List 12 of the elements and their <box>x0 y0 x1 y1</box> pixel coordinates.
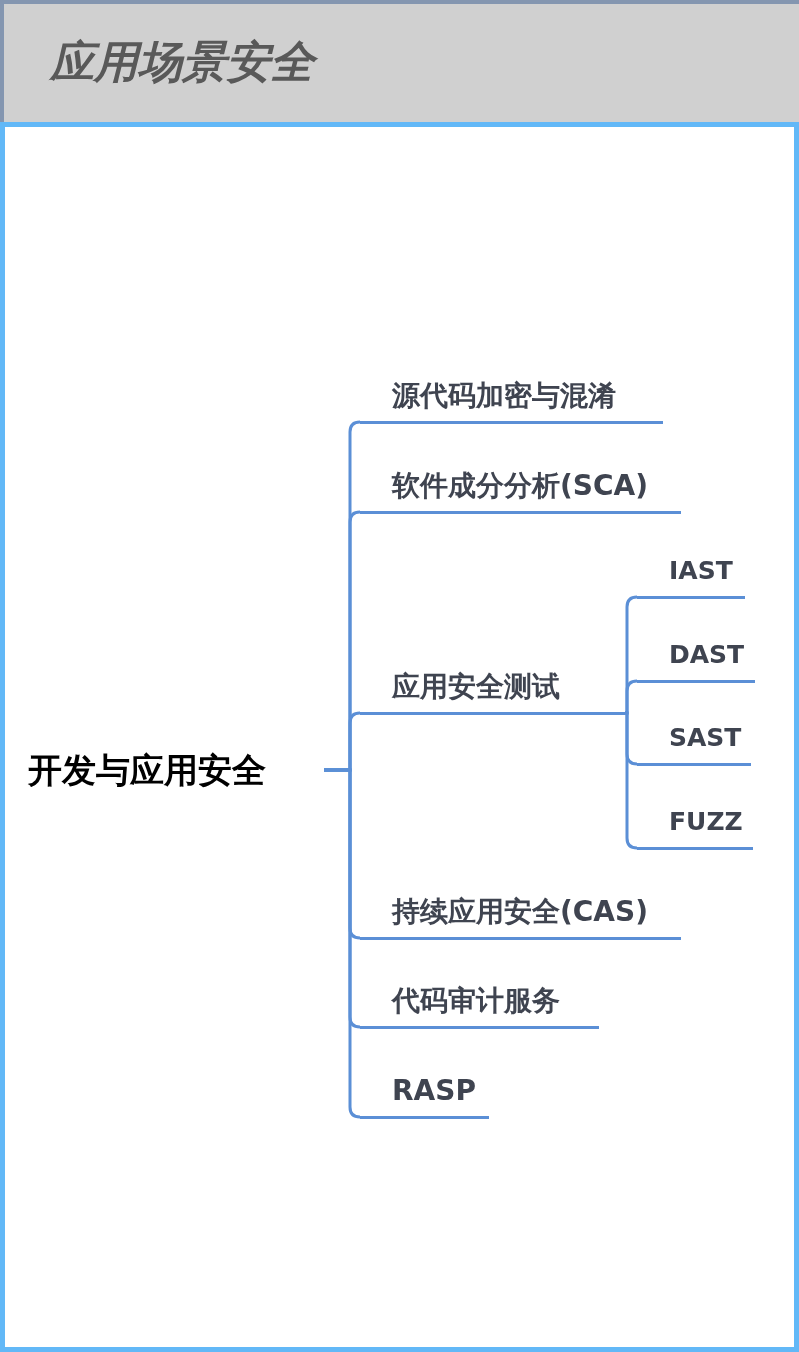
branch-topic: DAST <box>637 635 755 683</box>
branch-topic: 软件成分分析(SCA) <box>360 466 681 514</box>
branch-line <box>624 679 639 715</box>
root-topic: 开发与应用安全 <box>28 748 324 792</box>
branch-topic: RASP <box>360 1071 489 1119</box>
branch-topic: IAST <box>637 551 745 599</box>
branch-topic: FUZZ <box>637 802 753 850</box>
branch-topic: 源代码加密与混淆 <box>360 376 663 424</box>
branch-topic: 持续应用安全(CAS) <box>360 892 681 940</box>
branch-topic: SAST <box>637 718 751 766</box>
branch-topic: 代码审计服务 <box>360 981 599 1029</box>
branch-topic: 应用安全测试 <box>360 667 625 715</box>
